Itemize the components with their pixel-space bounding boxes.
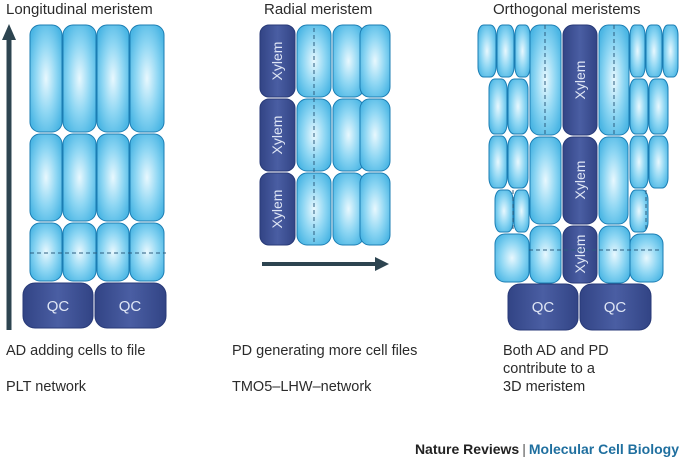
cell-orthogonal <box>629 78 649 135</box>
cell-longitudinal <box>62 133 97 222</box>
cell-longitudinal <box>29 222 63 282</box>
cell-orthogonal <box>648 78 669 135</box>
cell-radial <box>332 172 365 246</box>
cell-orthogonal <box>477 24 497 78</box>
cell-longitudinal <box>62 222 97 282</box>
cell-radial <box>359 24 391 98</box>
cell-orthogonal <box>645 24 663 78</box>
journal-credit: Nature Reviews|Molecular Cell Biology <box>415 441 679 457</box>
cell-orthogonal <box>507 78 529 135</box>
xylem-cell-3 <box>259 172 296 246</box>
cell-longitudinal <box>96 222 130 282</box>
cell-orthogonal <box>514 24 531 78</box>
cell-longitudinal <box>29 24 63 133</box>
ortho-xylem-cell-1 <box>562 24 598 136</box>
cell-longitudinal <box>62 24 97 133</box>
caption-orthogonal-1: Both AD and PD <box>503 343 609 359</box>
caption-longitudinal-2: PLT network <box>6 379 87 395</box>
xylem-label-2: Xylem <box>269 116 285 155</box>
cell-radial <box>332 98 365 172</box>
cell-orthogonal <box>494 189 514 233</box>
caption-radial-2: TMO5–LHW–network <box>232 379 372 395</box>
title-radial: Radial meristem <box>264 1 372 18</box>
caption-radial-1: PD generating more cell files <box>232 343 418 359</box>
cell-orthogonal <box>629 233 664 283</box>
cell-longitudinal <box>129 133 165 222</box>
ortho-xylem-cell-2 <box>562 136 598 225</box>
arrowhead-right <box>375 257 389 271</box>
cell-orthogonal <box>488 135 508 189</box>
xylem-cell-2 <box>259 98 296 172</box>
qc-label-left: QC <box>47 298 70 315</box>
panel-longitudinal: Longitudinal meristem QC QC <box>2 1 167 330</box>
xylem-label-1: Xylem <box>269 42 285 81</box>
cell-orthogonal <box>662 24 679 78</box>
cell-radial <box>332 24 365 98</box>
ortho-qc-label-left: QC <box>532 299 555 316</box>
ortho-xylem-label-3: Xylem <box>572 235 588 274</box>
cell-orthogonal <box>488 78 508 135</box>
ortho-qc-label-right: QC <box>604 299 627 316</box>
cell-orthogonal <box>629 189 649 233</box>
cell-longitudinal <box>129 24 165 133</box>
cell-longitudinal <box>129 222 165 282</box>
ortho-xylem-cell-3 <box>562 225 598 284</box>
cell-grid-orthogonal <box>477 24 679 284</box>
cell-orthogonal <box>648 135 669 189</box>
cell-radial <box>296 172 332 246</box>
cell-orthogonal <box>496 24 515 78</box>
cell-radial <box>359 98 391 172</box>
cell-orthogonal <box>513 189 530 233</box>
caption-orthogonal-3: 3D meristem <box>503 379 586 395</box>
cell-radial <box>296 24 332 98</box>
cell-orthogonal <box>598 225 631 284</box>
journal-name: Nature Reviews <box>414 441 520 457</box>
cell-grid-longitudinal <box>29 24 165 282</box>
cell-orthogonal <box>529 225 562 284</box>
caption-orthogonal-2: contribute to a <box>503 361 595 377</box>
qc-label-right: QC <box>119 298 142 315</box>
title-longitudinal: Longitudinal meristem <box>6 1 153 18</box>
cell-radial <box>359 172 391 246</box>
ortho-xylem-label-2: Xylem <box>572 161 588 200</box>
cell-orthogonal <box>494 233 530 283</box>
arrowhead-up <box>2 24 16 40</box>
cell-orthogonal <box>629 24 646 78</box>
title-orthogonal: Orthogonal meristems <box>493 1 641 18</box>
xylem-cell-1 <box>259 24 296 98</box>
cell-longitudinal <box>96 133 130 222</box>
qc-cell-right <box>94 282 167 329</box>
journal-subject: Molecular Cell Biology <box>528 441 679 457</box>
ortho-qc-cell-right <box>579 283 652 331</box>
footer-separator: | <box>522 441 526 457</box>
cell-orthogonal <box>507 135 529 189</box>
cell-grid-radial <box>296 24 391 246</box>
cell-longitudinal <box>96 24 130 133</box>
ortho-xylem-label-1: Xylem <box>572 61 588 100</box>
cell-orthogonal <box>529 136 562 225</box>
ortho-qc-cell-left <box>507 283 579 331</box>
panel-radial: Radial meristem Xylem Xylem Xylem <box>259 1 391 271</box>
qc-cell-left <box>22 282 94 329</box>
caption-longitudinal-1: AD adding cells to file <box>6 343 146 359</box>
cell-orthogonal <box>629 135 649 189</box>
cell-orthogonal <box>598 136 629 225</box>
xylem-label-3: Xylem <box>269 190 285 229</box>
cell-longitudinal <box>29 133 63 222</box>
panel-orthogonal: Orthogonal meristems Xylem Xylem Xylem Q… <box>477 1 679 331</box>
